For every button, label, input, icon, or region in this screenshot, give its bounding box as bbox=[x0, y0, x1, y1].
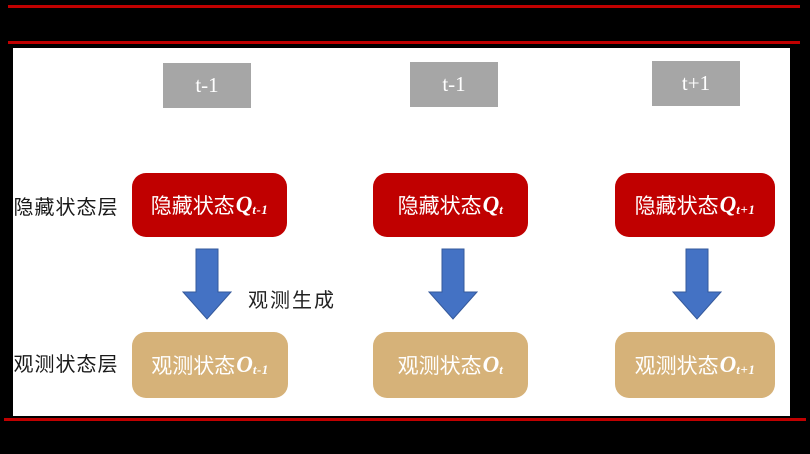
hidden-state-subscript: t bbox=[499, 202, 504, 217]
hidden-state-text: 隐藏状态 bbox=[397, 194, 482, 218]
observed-state-subscript: t-1 bbox=[252, 362, 269, 377]
observed-state-subscript: t bbox=[499, 362, 504, 377]
hidden-state-subscript: t-1 bbox=[252, 202, 269, 217]
down-arrow-icon bbox=[672, 248, 722, 320]
hidden-state-text: 隐藏状态 bbox=[150, 194, 235, 218]
observed-state-subscript: t+1 bbox=[736, 362, 756, 377]
row-label-observed-layer: 观测状态层 bbox=[13, 354, 119, 376]
down-arrow-icon bbox=[428, 248, 478, 320]
time-box-t-plus-1: t+1 bbox=[652, 61, 740, 106]
observed-state-text: 观测状态 bbox=[397, 354, 482, 378]
top-rule-1 bbox=[8, 5, 800, 8]
top-rule-2 bbox=[8, 41, 800, 44]
observed-state-var: O bbox=[482, 352, 500, 377]
observed-state-var: O bbox=[236, 352, 253, 377]
hidden-state-subscript: t+1 bbox=[736, 202, 756, 217]
observed-state-text: 观测状态 bbox=[634, 354, 719, 378]
hidden-state-var: Q bbox=[719, 192, 737, 217]
hidden-state-text: 隐藏状态 bbox=[634, 194, 719, 218]
time-box-t: t-1 bbox=[410, 62, 498, 107]
row-label-hidden-layer: 隐藏状态层 bbox=[13, 197, 119, 219]
observed-state-var: O bbox=[719, 352, 737, 377]
bottom-rule bbox=[4, 418, 806, 421]
time-box-t-minus-1: t-1 bbox=[163, 63, 251, 108]
time-label: t-1 bbox=[442, 72, 466, 96]
hidden-state-var: Q bbox=[482, 192, 500, 217]
down-arrow-icon bbox=[182, 248, 232, 320]
observed-state-text: 观测状态 bbox=[151, 354, 236, 378]
time-label: t-1 bbox=[195, 73, 219, 97]
time-label: t+1 bbox=[681, 71, 711, 95]
arrow-caption: 观测生成 bbox=[248, 290, 336, 312]
hidden-state-var: Q bbox=[235, 192, 253, 217]
